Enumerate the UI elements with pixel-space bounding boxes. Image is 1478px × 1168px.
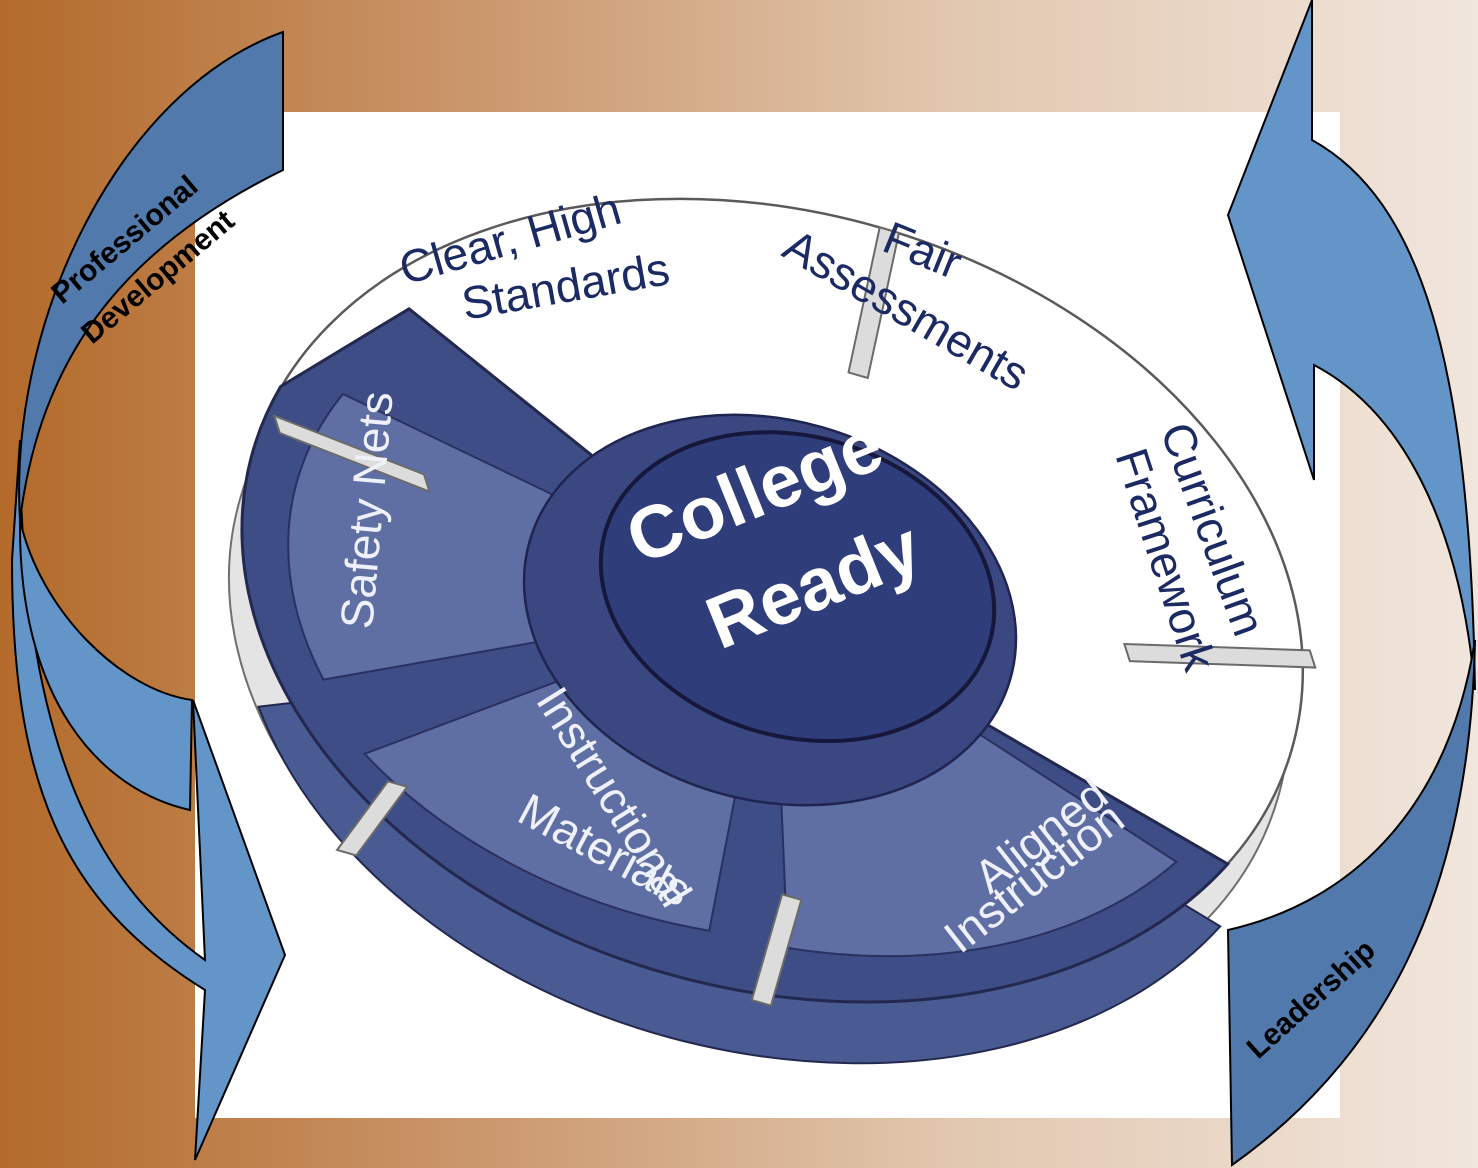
leadership-arrow bbox=[1226, 0, 1476, 1167]
left-arrow-tail bbox=[18, 519, 194, 812]
divider-assessments-curriculum bbox=[1122, 642, 1317, 669]
hub-top bbox=[598, 430, 997, 744]
right-arrow-band bbox=[1226, 639, 1476, 1167]
divider-standards-assessments bbox=[847, 226, 901, 380]
professional-development-arrow bbox=[10, 30, 287, 1161]
divider-materials-instruction bbox=[750, 893, 803, 1007]
divider-standards-safety bbox=[272, 414, 432, 494]
divider-safety-materials bbox=[335, 780, 409, 857]
left-arrow-band bbox=[18, 30, 284, 521]
wheel bbox=[227, 197, 1317, 1065]
left-arrow-body bbox=[10, 439, 287, 1161]
